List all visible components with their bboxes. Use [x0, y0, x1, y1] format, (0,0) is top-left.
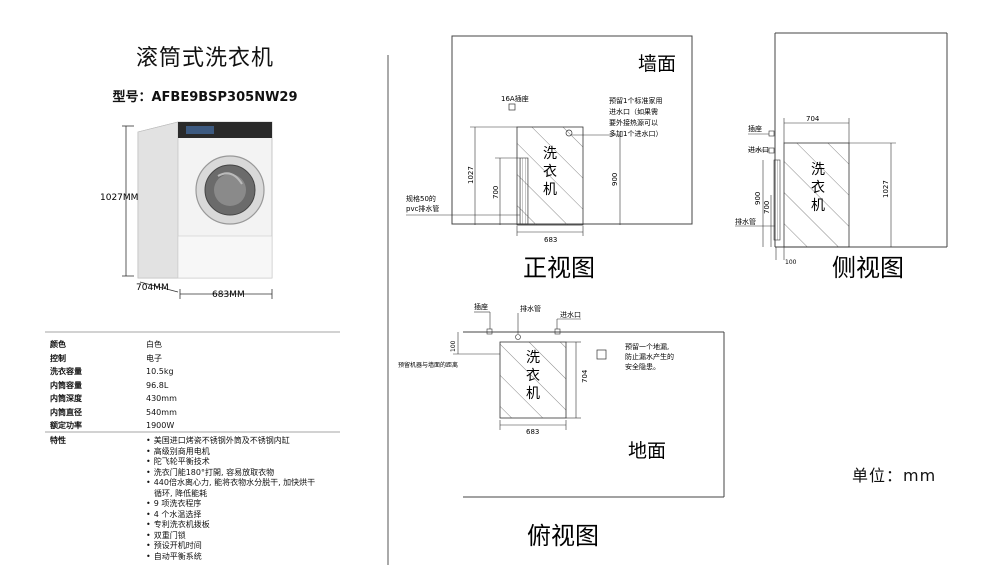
feature-item-continued: 循环, 降低能耗 [154, 488, 208, 498]
front-dim-1027: 1027 [467, 166, 475, 184]
side-machine-char: 机 [811, 198, 825, 214]
spec-row: 控制 电子 [50, 352, 340, 366]
feature-item: 4 个水温选择 [146, 510, 340, 521]
spec-table: 颜色 白色 控制 电子 洗衣容量 10.5kg 内筒容量 96.8L 内筒深度 430mm… [50, 338, 340, 433]
spec-value: 430mm [146, 394, 177, 403]
side-inlet-label: 进水口 [748, 145, 769, 154]
spec-value: 540mm [146, 407, 177, 417]
spec-value: 白色 [146, 340, 162, 349]
photo-width-label: 683MM [212, 290, 245, 300]
product-title: 滚筒式洗衣机 [135, 46, 274, 71]
front-note-line: 预留1个标准家用 [609, 96, 662, 105]
spec-key: 洗衣容量 [50, 367, 82, 376]
feature-item: 双重门锁 [146, 531, 340, 542]
side-dim-1027: 1027 [882, 180, 890, 198]
top-floor-label: 地面 [628, 440, 666, 462]
spec-key: 额定功率 [50, 421, 82, 430]
spec-row: 洗衣容量 10.5kg [50, 365, 340, 379]
front-machine-char: 机 [543, 182, 557, 198]
side-dim-100: 100 [785, 259, 797, 266]
feature-item: 专利洗衣机拨板 [146, 520, 340, 531]
side-view [735, 32, 948, 260]
side-dim-900: 900 [754, 192, 762, 205]
feature-item: 440倍水离心力, 能将衣物水分脱干, 加快烘干 [146, 478, 340, 489]
side-dim-704: 704 [806, 115, 820, 123]
photo-depth-label: 704MM [136, 283, 169, 293]
top-machine-char: 衣 [526, 368, 540, 384]
top-note-line: 安全隐患。 [625, 362, 660, 371]
washer-illustration [137, 121, 273, 279]
spec-row: 内筒深度 430mm [50, 392, 340, 406]
top-gap-label: 预留机器与墙面的距离 [398, 361, 458, 369]
features-list: 特性 美国进口烤瓷不锈钢外筒及不锈钢内缸 高级别商用电机 陀飞轮平衡技术 洗衣门… [50, 436, 340, 562]
feature-item: 洗衣门能180°打開, 容易放取衣物 [146, 468, 340, 479]
top-dim-704: 704 [581, 369, 589, 383]
feature-item: 美国进口烤瓷不锈钢外筒及不锈钢内缸 [146, 436, 340, 447]
spec-row: 额定功率 1900W [50, 419, 340, 433]
spec-key: 控制 [50, 353, 66, 363]
front-note-line: 多加1个进水口） [609, 129, 662, 138]
top-view [453, 311, 725, 498]
front-note-line: 要外接热源可以 [609, 118, 658, 127]
unit-label: 单位：mm [852, 466, 937, 485]
photo-height-label: 1027MM [100, 193, 138, 203]
top-machine-char: 洗 [526, 350, 540, 366]
front-pipe-line: pvc排水管 [406, 204, 439, 213]
side-machine-char: 洗 [811, 162, 825, 178]
front-socket-label: 16A插座 [501, 94, 529, 103]
spec-row: 颜色 白色 [50, 338, 340, 352]
front-machine-char: 衣 [543, 164, 557, 180]
spec-value: 1900W [146, 421, 175, 430]
front-wall-label: 墙面 [638, 53, 676, 75]
front-dim-683: 683 [544, 236, 557, 244]
front-machine-char: 洗 [543, 146, 557, 162]
top-dim-683: 683 [526, 428, 539, 436]
spec-key: 内筒容量 [50, 380, 82, 390]
top-note-line: 防止漏水产生的 [625, 352, 674, 361]
spec-value: 96.8L [146, 380, 169, 390]
spec-value: 10.5kg [146, 367, 174, 376]
model-number: 型号：AFBE9BSP305NW29 [112, 90, 298, 105]
side-socket-label: 插座 [748, 124, 762, 133]
side-machine-char: 衣 [811, 180, 825, 196]
feature-item: 预设开机时间 [146, 541, 340, 552]
spec-key: 颜色 [50, 340, 66, 349]
front-note-line: 进水口（如果需 [609, 107, 658, 116]
feature-item: 自动平衡系统 [146, 552, 340, 563]
feature-item: 陀飞轮平衡技术 [146, 457, 340, 468]
front-view [406, 35, 693, 236]
top-view-caption: 俯视图 [527, 522, 599, 550]
top-inlet-label: 进水口 [560, 310, 581, 319]
spec-value: 电子 [146, 353, 162, 363]
front-pipe-line: 规格50的 [406, 194, 436, 203]
features-label: 特性 [50, 436, 66, 445]
top-dim-100: 100 [450, 340, 457, 352]
front-dim-900: 900 [611, 173, 619, 186]
front-view-caption: 正视图 [523, 254, 595, 282]
side-view-caption: 侧视图 [832, 254, 904, 282]
spec-key: 内筒深度 [50, 394, 82, 403]
top-drain-label: 排水管 [520, 304, 541, 313]
front-dim-700: 700 [492, 186, 500, 199]
top-socket-label: 插座 [474, 302, 488, 311]
top-machine-char: 机 [526, 386, 540, 402]
side-drain-label: 排水管 [735, 217, 756, 226]
spec-key: 内筒直径 [50, 407, 82, 417]
side-dim-700: 700 [763, 201, 771, 214]
spec-row: 内筒直径 540mm [50, 406, 340, 420]
feature-item: 9 项洗衣程序 [146, 499, 340, 510]
feature-item: 高级别商用电机 [146, 447, 340, 458]
spec-row: 内筒容量 96.8L [50, 379, 340, 393]
top-note-line: 预留一个地漏, [625, 342, 669, 351]
